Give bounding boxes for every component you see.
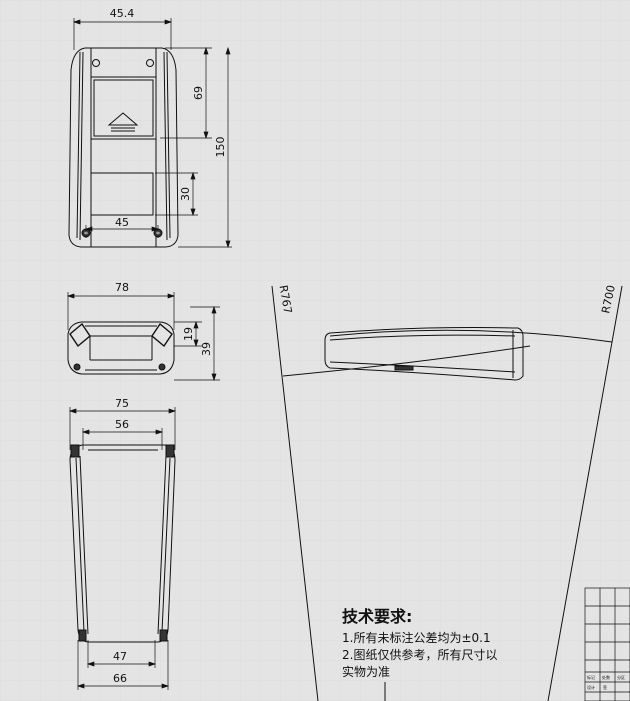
tb-zone: 分区 — [617, 674, 625, 680]
radius-label-right: R700 — [599, 284, 618, 315]
bottom-corner-bl — [78, 629, 87, 642]
side-view — [271, 285, 623, 701]
radius-label-left: R767 — [277, 284, 295, 314]
top-view-inner-left — [76, 51, 81, 239]
tb-sign: 签 — [603, 684, 607, 690]
screw-hole-top-right — [146, 59, 154, 67]
dim-end-height-total: 39 — [200, 342, 213, 356]
end-view-outline — [67, 321, 175, 375]
radius-line-right — [547, 285, 623, 701]
tb-count: 处数 — [602, 674, 610, 680]
dim-bottom-lower-outer: 66 — [113, 672, 127, 685]
battery-cover-inner — [93, 79, 154, 137]
arc-r767 — [282, 345, 531, 377]
display-window — [90, 172, 154, 216]
notes-line-3: 实物为准 — [342, 664, 390, 679]
bottom-corner-tl — [70, 444, 80, 458]
arc-r700 — [329, 329, 613, 343]
radius-line-left — [271, 285, 319, 701]
bottom-corner-br — [159, 629, 168, 642]
technical-notes: 技术要求: 1.所有未标注公差均为±0.1 2.图纸仅供参考，所有尺寸以 实物为… — [342, 607, 497, 679]
dim-end-height-inner: 19 — [182, 327, 195, 341]
top-view-outline — [68, 47, 179, 248]
dim-width-top: 45.4 — [110, 7, 135, 20]
notes-line-2: 2.图纸仅供参考，所有尺寸以 — [342, 647, 497, 662]
top-view-inner-left2 — [79, 51, 84, 241]
dim-end-width: 78 — [115, 281, 129, 294]
bottom-corner-tr — [165, 444, 175, 458]
dim-bottom-inner: 56 — [115, 418, 129, 431]
tb-design: 设计 — [587, 684, 595, 690]
dim-bottom-lower-inner: 47 — [113, 650, 127, 663]
battery-cover — [90, 76, 157, 140]
cover-tab — [107, 112, 139, 126]
dim-height-total: 150 — [214, 137, 227, 158]
top-view-inner-right — [166, 51, 171, 239]
end-view — [67, 321, 175, 375]
dim-bottom-outer: 75 — [115, 397, 129, 410]
title-block — [584, 587, 630, 701]
notes-title: 技术要求: — [342, 607, 412, 626]
bottom-view — [69, 444, 176, 643]
screw-hole-top-left — [92, 59, 100, 67]
dim-height-upper: 69 — [192, 86, 205, 100]
top-view-inner-right2 — [163, 51, 168, 241]
side-body — [324, 327, 524, 381]
dim-window-height: 30 — [179, 187, 192, 201]
notes-line-1: 1.所有未标注公差均为±0.1 — [342, 630, 491, 645]
tb-mark: 标记 — [587, 674, 595, 680]
dim-width-bottom: 45 — [115, 216, 129, 229]
